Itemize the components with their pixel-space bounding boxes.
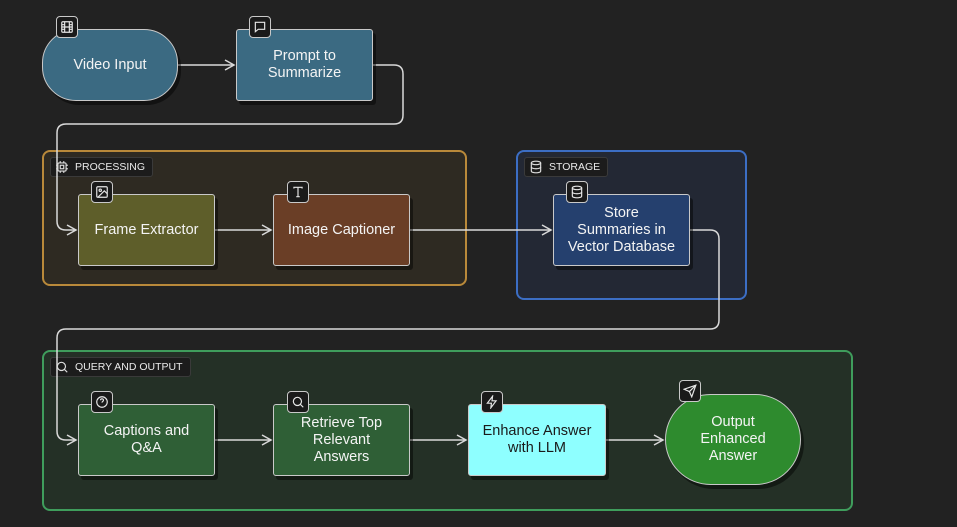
store-summaries-node[interactable]: Store Summaries in Vector Database [553, 194, 690, 266]
captions-qa-label-line: Captions and [103, 423, 190, 439]
store-label: Store Summaries in Vector Database [556, 205, 687, 256]
enhance-label-line: with LLM [507, 440, 566, 456]
prompt-label-line: Summarize [267, 65, 342, 81]
image-captioner-node[interactable]: Image Captioner [273, 194, 410, 266]
video-input-node[interactable]: Video Input [42, 29, 178, 101]
zap-icon [481, 391, 503, 413]
output-answer-node[interactable]: Output Enhanced Answer [665, 394, 801, 485]
captions-qa-label: Captions and Q&A [92, 423, 201, 457]
database-icon [530, 160, 542, 174]
message-icon [249, 16, 271, 38]
image-captioner-label: Image Captioner [287, 221, 396, 238]
frame-extractor-node[interactable]: Frame Extractor [78, 194, 215, 266]
cpu-icon [56, 161, 68, 173]
search-icon [56, 361, 68, 373]
output-label-line: Output [711, 414, 755, 430]
store-label-line: Summaries in [577, 221, 666, 238]
help-icon [91, 391, 113, 413]
text-icon [287, 181, 309, 203]
storage-group-label: STORAGE [524, 157, 609, 177]
prompt-label-line: Prompt to [273, 48, 336, 64]
retrieve-label-line: Retrieve Top [300, 414, 383, 431]
processing-group-label: PROCESSING [50, 157, 154, 177]
enhance-label-line: Enhance Answer [482, 423, 592, 439]
search-icon [287, 391, 309, 413]
enhance-label: Enhance Answer with LLM [471, 423, 604, 457]
enhance-answer-node[interactable]: Enhance Answer with LLM [468, 404, 606, 476]
film-icon [56, 16, 78, 38]
store-label-line: Store [604, 204, 639, 221]
image-icon [91, 181, 113, 203]
output-label-line: Answer [708, 448, 758, 464]
output-label-line: Enhanced [700, 431, 766, 447]
prompt-label: Prompt to Summarize [256, 48, 353, 82]
video-input-label: Video Input [73, 56, 147, 73]
query-group-title: QUERY AND OUTPUT [75, 361, 183, 373]
retrieve-label-line: Relevant [312, 431, 371, 448]
prompt-node[interactable]: Prompt to Summarize [236, 29, 373, 101]
retrieve-label: Retrieve Top Relevant Answers [289, 415, 394, 466]
query-group-label: QUERY AND OUTPUT [50, 357, 191, 377]
retrieve-answers-node[interactable]: Retrieve Top Relevant Answers [273, 404, 410, 476]
output-label: Output Enhanced Answer [688, 414, 777, 465]
frame-extractor-label: Frame Extractor [94, 221, 199, 238]
captions-qa-label-line: Q&A [131, 440, 162, 456]
retrieve-label-line: Answers [313, 448, 370, 465]
store-label-line: Vector Database [567, 238, 676, 255]
processing-group-title: PROCESSING [75, 161, 146, 173]
storage-group-title: STORAGE [549, 161, 601, 173]
database-icon [566, 181, 588, 203]
send-icon [679, 380, 701, 402]
captions-qa-node[interactable]: Captions and Q&A [78, 404, 215, 476]
